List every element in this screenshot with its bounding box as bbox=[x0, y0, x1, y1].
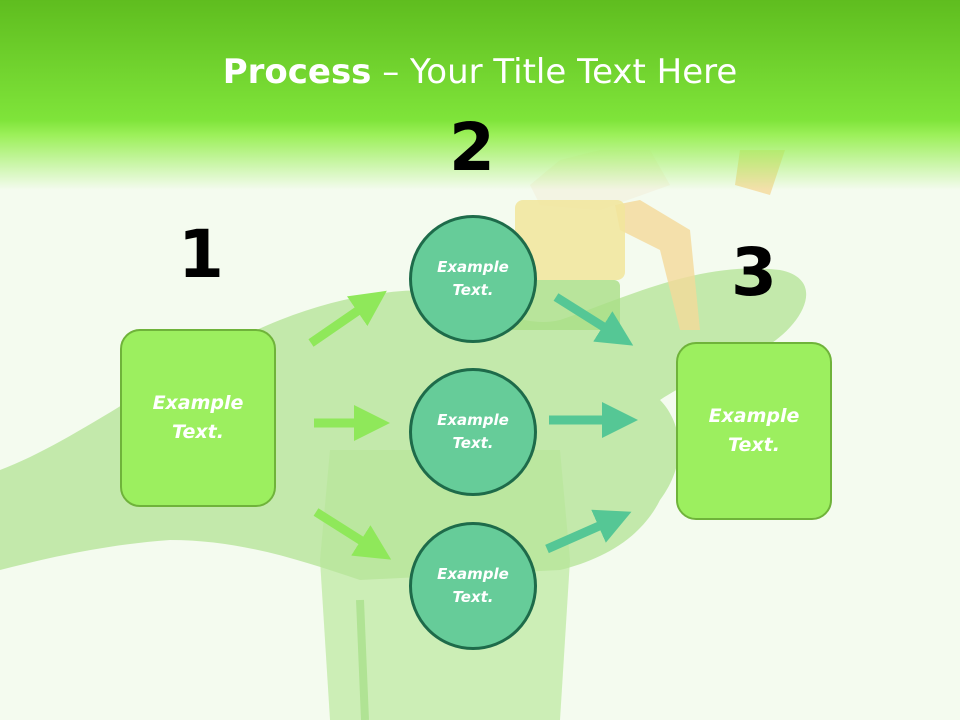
title-bold: Process bbox=[222, 52, 372, 92]
slide-title: Process – Your Title Text Here bbox=[0, 52, 960, 92]
arrow-bottom-to-right bbox=[545, 509, 632, 554]
title-rest: – Your Title Text Here bbox=[371, 52, 738, 92]
left-box-line2: Text. bbox=[172, 421, 224, 443]
circle-bottom-line1: Example bbox=[437, 565, 509, 583]
circle-middle: Example Text. bbox=[409, 368, 537, 496]
circle-middle-line1: Example bbox=[437, 411, 509, 429]
step-number-3: 3 bbox=[731, 234, 777, 311]
header-band bbox=[0, 0, 960, 190]
right-box: Example Text. bbox=[676, 342, 832, 520]
left-box-line1: Example bbox=[152, 392, 244, 414]
circle-top: Example Text. bbox=[409, 215, 537, 343]
circle-top-line1: Example bbox=[437, 258, 509, 276]
circle-top-line2: Text. bbox=[452, 281, 494, 299]
arrow-top-to-right bbox=[553, 293, 634, 346]
circle-bottom: Example Text. bbox=[409, 522, 537, 650]
step-number-2: 2 bbox=[449, 109, 495, 186]
circle-bottom-line2: Text. bbox=[452, 588, 494, 606]
step-number-1: 1 bbox=[178, 216, 224, 293]
arrow-left-to-top bbox=[308, 290, 387, 347]
right-box-line1: Example bbox=[708, 405, 800, 427]
circle-middle-line2: Text. bbox=[452, 434, 494, 452]
arrow-left-to-bottom bbox=[313, 508, 392, 560]
right-box-line2: Text. bbox=[728, 434, 780, 456]
left-box: Example Text. bbox=[120, 329, 276, 507]
